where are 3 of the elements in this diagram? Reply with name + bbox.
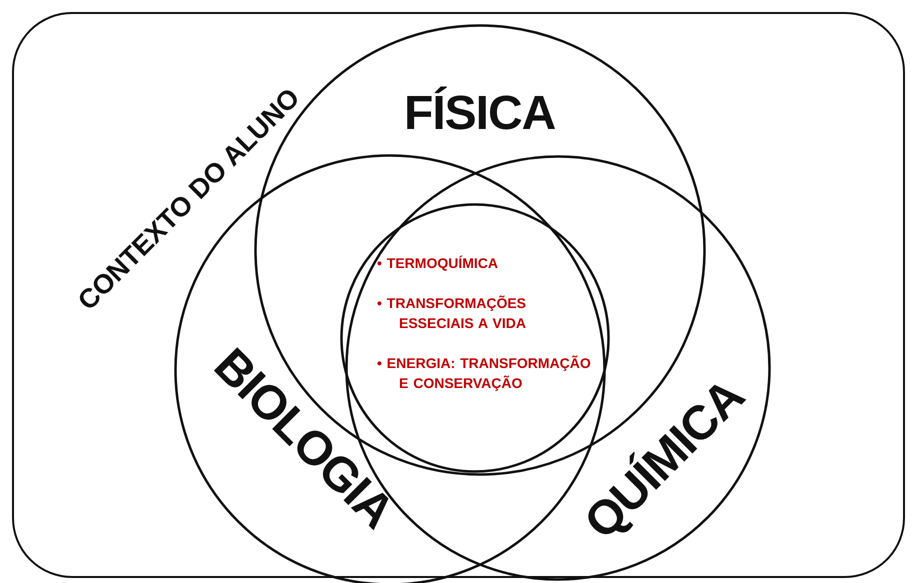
list-item: • TRANSFORMAÇÕES ESSECIAIS A VIDA (377, 294, 528, 333)
circle-title: FÍSICA (404, 86, 556, 141)
list-item: • TERMOQUÍMICA (377, 254, 500, 273)
